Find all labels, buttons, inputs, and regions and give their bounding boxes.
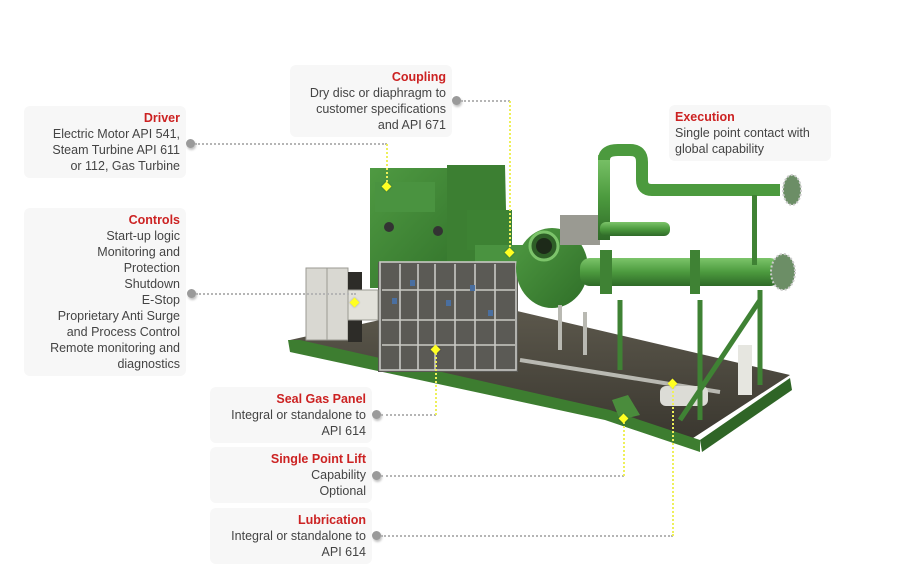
callout-line: global capability — [675, 142, 764, 156]
callout-coupling: Coupling Dry disc or diaphragm to custom… — [290, 65, 452, 137]
callout-title: Execution — [675, 110, 735, 124]
driver-connector-drop — [386, 144, 388, 186]
driver-connector-line — [195, 143, 387, 145]
callout-line: or 112, Gas Turbine — [70, 159, 180, 173]
callout-title: Lubrication — [297, 513, 366, 527]
callout-line: Monitoring and — [97, 245, 180, 259]
callout-title: Coupling — [391, 70, 446, 84]
callout-line: Shutdown — [124, 277, 180, 291]
callout-driver: Driver Electric Motor API 541, Steam Tur… — [24, 106, 186, 178]
seal-gas-connector-dot — [372, 410, 381, 419]
callout-lubrication: Lubrication Integral or standalone to AP… — [210, 508, 372, 564]
callout-line: Capability — [311, 468, 366, 482]
callout-line: Proprietary Anti Surge — [57, 309, 180, 323]
callout-title: Controls — [128, 213, 180, 227]
callout-line: and API 671 — [377, 118, 446, 132]
single-point-lift-connector-line — [381, 475, 624, 477]
callout-line: Integral or standalone to — [231, 529, 366, 543]
lubrication-connector-rise — [672, 384, 674, 536]
driver-connector-dot — [186, 139, 195, 148]
single-point-lift-connector-dot — [372, 471, 381, 480]
callout-line: Start-up logic — [106, 229, 180, 243]
callout-seal-gas-panel: Seal Gas Panel Integral or standalone to… — [210, 387, 372, 443]
seal-gas-connector-rise — [435, 350, 437, 415]
callout-line: Single point contact with — [675, 126, 810, 140]
callout-line: Integral or standalone to — [231, 408, 366, 422]
callout-line: and Process Control — [66, 325, 180, 339]
callout-line: Electric Motor API 541, — [52, 127, 180, 141]
callout-line: Dry disc or diaphragm to — [309, 86, 446, 100]
single-point-lift-connector-rise — [623, 419, 625, 476]
lubrication-connector-dot — [372, 531, 381, 540]
callout-line: Optional — [319, 484, 366, 498]
callout-controls: Controls Start-up logic Monitoring and P… — [24, 208, 186, 376]
controls-connector-dot — [187, 289, 196, 298]
callout-title: Seal Gas Panel — [276, 392, 366, 406]
coupling-connector-dot — [452, 96, 461, 105]
callout-title: Single Point Lift — [270, 452, 366, 466]
seal-gas-connector-line — [381, 414, 436, 416]
lubrication-connector-line — [381, 535, 673, 537]
callout-title: Driver — [143, 111, 180, 125]
callout-line: E-Stop — [141, 293, 180, 307]
coupling-connector-drop — [509, 101, 511, 251]
callout-execution: Execution Single point contact with glob… — [669, 105, 831, 161]
callout-single-point-lift: Single Point Lift Capability Optional — [210, 447, 372, 503]
callout-line: diagnostics — [117, 357, 180, 371]
callout-line: API 614 — [321, 424, 366, 438]
callout-line: API 614 — [321, 545, 366, 559]
callout-line: customer specifications — [316, 102, 446, 116]
coupling-connector-line — [461, 100, 510, 102]
controls-connector-line — [196, 293, 356, 295]
callout-line: Steam Turbine API 611 — [52, 143, 180, 157]
callout-line: Remote monitoring and — [50, 341, 180, 355]
callout-line: Protection — [123, 261, 180, 275]
